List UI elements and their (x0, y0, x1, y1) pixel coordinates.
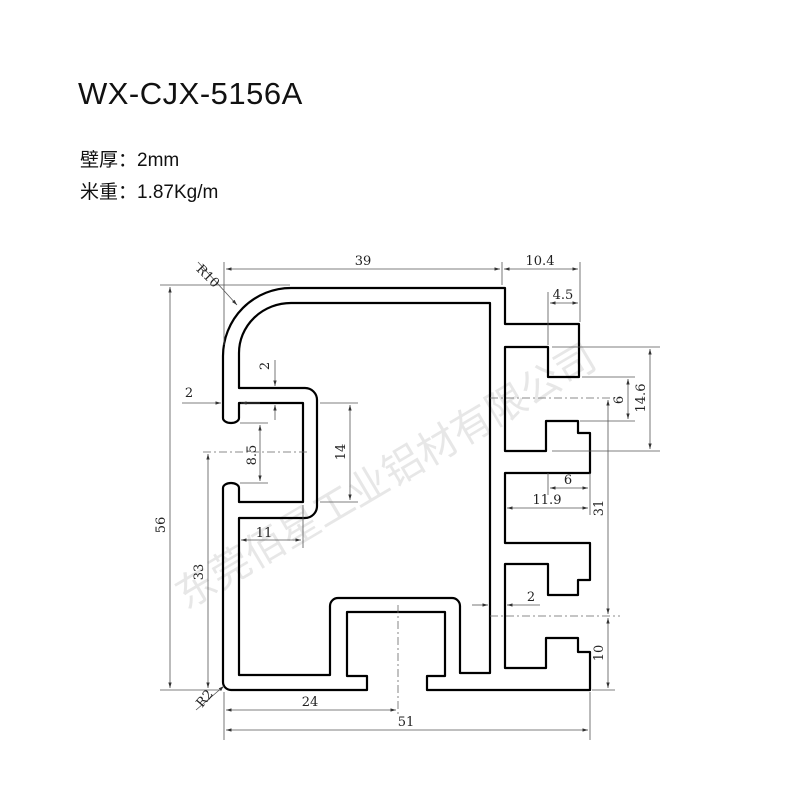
dim-31: 31 (592, 500, 607, 517)
dim-2-top: 2 (258, 362, 273, 370)
watermark-text: 东莞佰星工业铝材有限公司 (168, 335, 605, 619)
dim-10-4: 10.4 (526, 254, 555, 269)
dim-24: 24 (302, 695, 319, 710)
dim-11-9: 11.9 (533, 493, 562, 508)
dim-33: 33 (192, 564, 207, 581)
dim-39: 39 (355, 254, 372, 269)
dimension-lines (168, 261, 652, 732)
dim-10: 10 (592, 645, 607, 662)
dim-6-right: 6 (612, 396, 627, 404)
dim-6-horizontal: 6 (564, 473, 572, 488)
dim-56: 56 (154, 517, 169, 534)
dim-8-5: 8.5 (245, 445, 260, 466)
dim-r10: R10 (193, 262, 222, 291)
dim-11: 11 (256, 526, 273, 541)
wall-thickness-spec: 壁厚：2mm (80, 150, 180, 171)
dim-r2: R2 (194, 687, 217, 710)
profile-model-title: WX-CJX-5156A (78, 76, 303, 111)
dim-4-5: 4.5 (553, 288, 574, 303)
dim-2-left: 2 (185, 386, 193, 401)
dim-51: 51 (398, 715, 415, 730)
unit-weight-spec: 米重：1.87Kg/m (80, 182, 219, 203)
dim-2-wall: 2 (527, 590, 535, 605)
profile-outer-contour (221, 286, 592, 692)
dim-14-6: 14.6 (634, 384, 649, 413)
profile-inner-contour (237, 301, 492, 677)
extension-lines (160, 262, 660, 740)
dim-14: 14 (334, 444, 349, 461)
